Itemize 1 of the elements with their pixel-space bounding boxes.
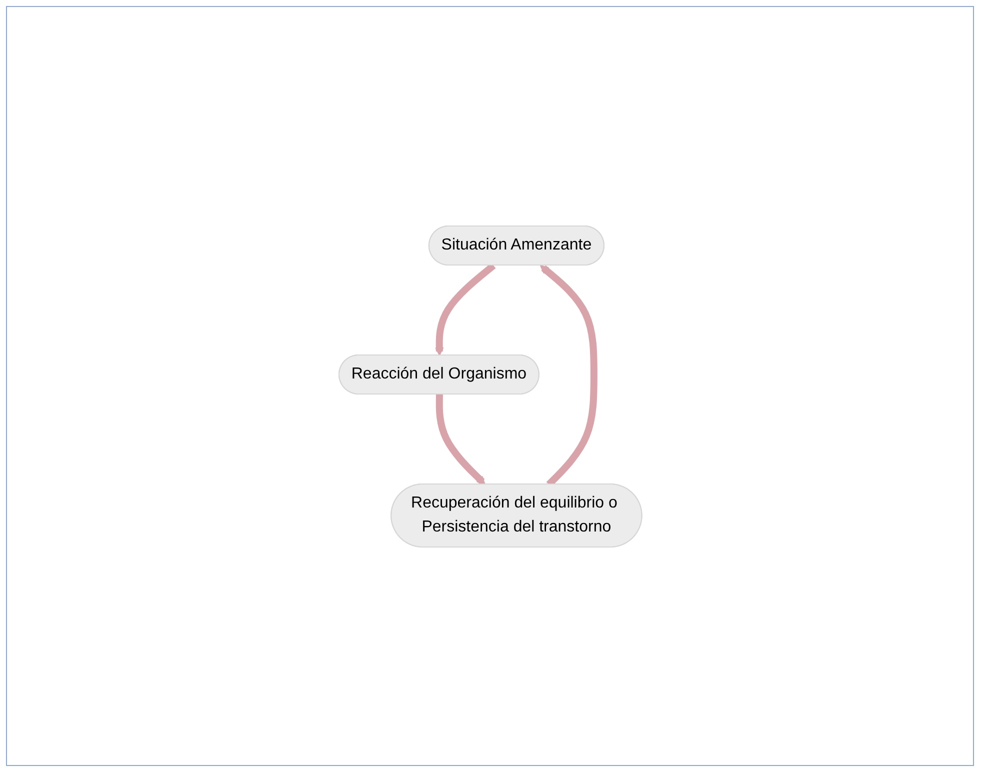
arrow bbox=[435, 394, 486, 484]
